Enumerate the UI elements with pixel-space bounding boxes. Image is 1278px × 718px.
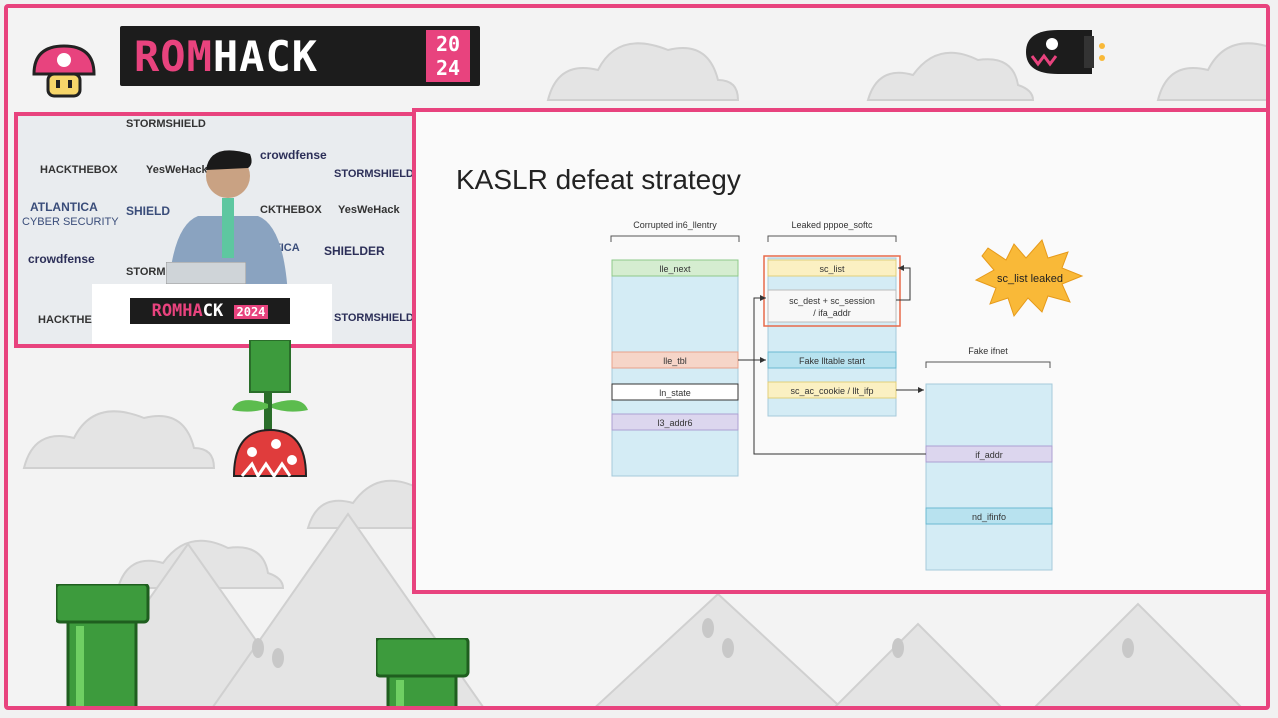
- romhack-logo: ROMHACK 20 24: [120, 26, 480, 86]
- field-lle-next: [611, 259, 739, 277]
- sponsor-logo: YesWeHack: [146, 164, 208, 176]
- warp-pipe-left: [56, 584, 150, 706]
- logo-word-b: HA: [212, 32, 266, 81]
- bullet-bill-icon: [1026, 30, 1105, 74]
- field-sc-dest: [767, 289, 897, 323]
- slide-title: KASLR defeat strategy: [456, 164, 741, 195]
- sponsor-logo: SHIELDER: [324, 244, 385, 258]
- podium: ROMHACK 2024: [92, 284, 332, 344]
- memory-layout-diagram: Corrupted in6_llentry Leaked pppoe_softc…: [610, 220, 1084, 571]
- podium-logo-b: CK: [202, 301, 224, 321]
- logo-year: 20 24: [426, 30, 470, 82]
- header-bar: ROMHACK 20 24: [8, 8, 1266, 108]
- sponsor-logo: SHIELD: [126, 204, 171, 218]
- field-ln-state: [611, 383, 739, 401]
- field-sc-ac-cookie-label: sc_ac_cookie / llt_ifp: [790, 386, 873, 396]
- presentation-slide: KASLR defeat strategy Corrupted in6_llen…: [412, 108, 1266, 594]
- field-lle-next-label: lle_next: [659, 264, 691, 274]
- leaked-region-outline: [763, 255, 901, 327]
- logo-word-a: ROM: [134, 32, 213, 81]
- arrow-sc-list-self: [896, 265, 911, 301]
- arrow-ifaddr-loop: [753, 295, 926, 455]
- sponsor-logo: CYBER SECURITY: [22, 216, 119, 228]
- sponsor-logo: STORMSHIELD: [126, 118, 206, 130]
- starburst-label: sc_list leaked: [997, 273, 1063, 285]
- field-fake-lltable-label: Fake lltable start: [799, 356, 866, 366]
- field-sc-dest-label-2: / ifa_addr: [813, 308, 851, 318]
- field-lle-tbl-label: lle_tbl: [663, 356, 687, 366]
- sponsor-logo: STORMSHIELD: [334, 168, 414, 180]
- stream-frame: ROMHACK 20 24 STORMSHIELD HACKTHEBOX Yes…: [4, 4, 1270, 710]
- field-fake-lltable: [767, 351, 897, 369]
- group2-label: Leaked pppoe_softc: [791, 220, 873, 230]
- field-if-addr-label: if_addr: [975, 450, 1003, 460]
- field-nd-ifinfo-label: nd_ifinfo: [972, 512, 1006, 522]
- sponsor-logo: crowdfense: [28, 252, 95, 266]
- field-nd-ifinfo: [925, 507, 1053, 525]
- logo-word-c: CK: [265, 32, 319, 81]
- field-ln-state-label: ln_state: [659, 388, 691, 398]
- sponsor-logo: STORM: [126, 266, 166, 278]
- mushroom-icon: [32, 44, 96, 98]
- sponsor-logo: crowdfense: [260, 148, 327, 162]
- group3-label: Fake ifnet: [968, 346, 1008, 356]
- sponsor-logo: YesWeHack: [338, 204, 400, 216]
- speaker-camera: STORMSHIELD HACKTHEBOX YesWeHack crowdfe…: [14, 112, 422, 348]
- logo-year-bottom: 24: [435, 56, 461, 80]
- field-sc-dest-label: sc_dest + sc_session: [789, 296, 875, 306]
- sponsor-logo: CKTHEBOX: [260, 204, 322, 216]
- field-sc-list-label: sc_list: [819, 264, 845, 274]
- field-sc-list: [767, 259, 897, 277]
- starburst-callout: [974, 239, 1084, 318]
- sponsor-logo: HACKTHE: [38, 314, 92, 326]
- warp-pipe-right: [376, 638, 470, 706]
- sponsor-logo: ATLANTICA: [30, 200, 98, 214]
- podium-logo-a: ROMHA: [151, 301, 203, 321]
- group1-label: Corrupted in6_llentry: [633, 220, 717, 230]
- piranha-plant-icon: [232, 340, 308, 479]
- laptop-icon: [166, 262, 246, 284]
- podium-logo: ROMHACK 2024: [130, 298, 290, 324]
- podium-year: 2024: [233, 305, 269, 319]
- field-l3-addr6: [611, 413, 739, 431]
- field-l3-addr6-label: l3_addr6: [657, 418, 692, 428]
- fake-ifnet-block: [925, 383, 1053, 571]
- sponsor-logo: HACKTHEBOX: [40, 164, 118, 176]
- logo-year-top: 20: [435, 32, 461, 56]
- sponsor-logo: STORMSHIELD: [334, 312, 414, 324]
